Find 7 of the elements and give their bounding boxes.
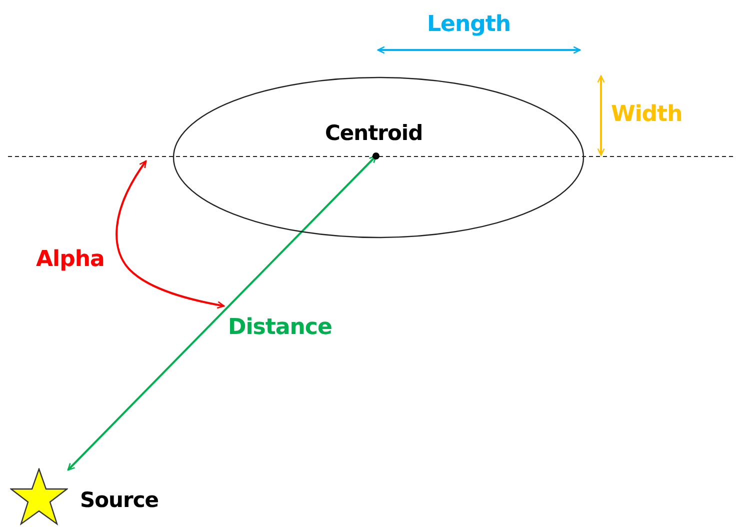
point-label: Centroid (325, 121, 423, 145)
angle-label: Alpha (36, 247, 104, 272)
point-label: Source (80, 488, 159, 512)
arrow (67, 155, 377, 471)
dimension-label: Length (427, 12, 511, 37)
dimension-label: Width (611, 102, 682, 127)
edge-label: Distance (228, 315, 332, 340)
